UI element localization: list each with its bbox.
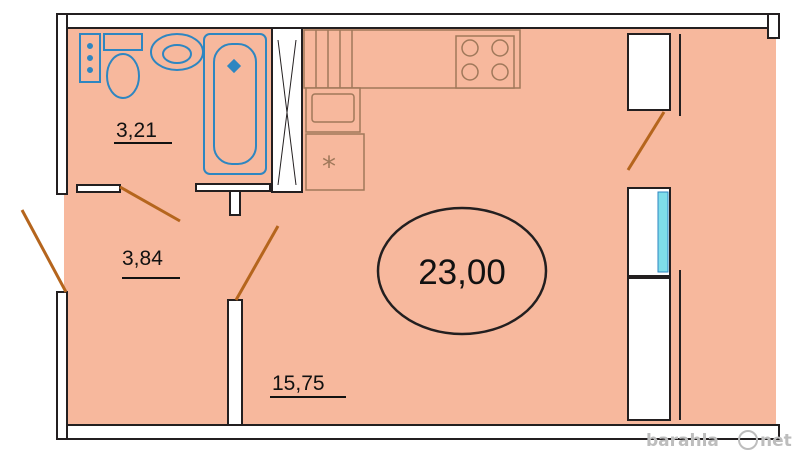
doors bbox=[20, 111, 666, 301]
burner-3 bbox=[461, 63, 479, 81]
partitions bbox=[76, 27, 303, 426]
bath-wall-right bbox=[195, 183, 271, 192]
balcony-wall-top bbox=[627, 33, 671, 111]
wall-left-upper bbox=[56, 13, 68, 195]
burner-4 bbox=[491, 63, 509, 81]
wm-dot-3 bbox=[87, 67, 93, 73]
floor-balcony bbox=[686, 26, 776, 428]
hall-stub bbox=[229, 190, 241, 216]
bathroom-door bbox=[119, 185, 181, 223]
burner-2 bbox=[491, 39, 509, 57]
kitchen-sink-bowl bbox=[311, 93, 355, 123]
vent-hatch-2 bbox=[277, 39, 297, 186]
total-area-ellipse bbox=[376, 206, 548, 336]
bathroom-fixtures bbox=[79, 33, 267, 175]
balcony-wall bbox=[627, 33, 681, 421]
bathroom-area: 3,21 bbox=[116, 119, 157, 142]
toilet-tank bbox=[103, 33, 143, 51]
wall-right bbox=[767, 13, 780, 39]
watermark: barahla net bbox=[646, 430, 792, 451]
watermark-logo-icon bbox=[738, 430, 758, 450]
hall-wall-lower bbox=[227, 299, 243, 426]
total-area: 23,00 bbox=[418, 253, 506, 292]
bathtub-inner bbox=[213, 43, 257, 165]
outer-walls bbox=[56, 13, 780, 440]
fridge-icon: * bbox=[322, 150, 336, 183]
fridge bbox=[305, 133, 365, 191]
room-door bbox=[234, 225, 280, 301]
watermark-right: net bbox=[760, 431, 792, 451]
balcony-wall-bottom bbox=[627, 277, 671, 421]
balcony-door bbox=[626, 111, 666, 171]
wm-dot-2 bbox=[87, 55, 93, 61]
entrance-door bbox=[20, 209, 68, 293]
wall-top bbox=[56, 13, 780, 29]
bathtub-drain-icon bbox=[226, 58, 242, 74]
watermark-left: barahla bbox=[646, 431, 719, 451]
burner-1 bbox=[461, 39, 479, 57]
sink-inner bbox=[162, 44, 192, 64]
bath-wall-left bbox=[76, 184, 121, 193]
wall-left-lower bbox=[56, 291, 68, 440]
hallway-area: 3,84 bbox=[122, 247, 163, 270]
wm-dot-1 bbox=[87, 43, 93, 49]
area-labels: 3,21 3,84 15,75 23,00 bbox=[114, 119, 548, 398]
living-area: 15,75 bbox=[272, 372, 325, 395]
toilet-bowl bbox=[106, 53, 140, 99]
balcony-window-glass bbox=[657, 191, 669, 273]
kitchen-fixtures: * bbox=[303, 29, 521, 191]
